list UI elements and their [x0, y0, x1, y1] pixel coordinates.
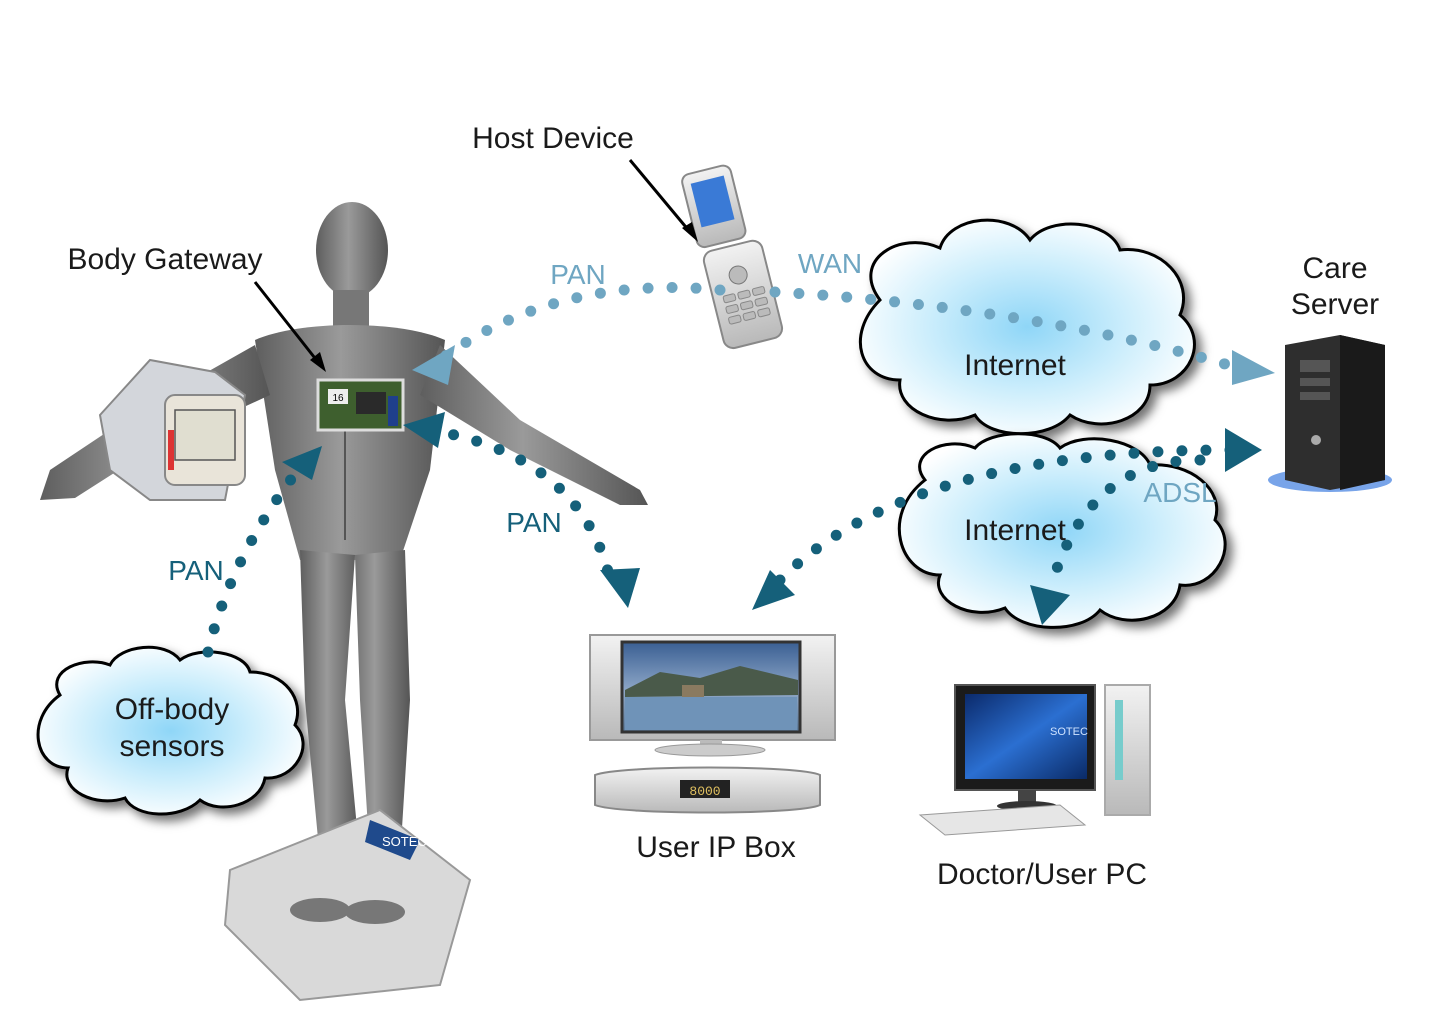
link-adsl-ipbox-server [752, 428, 1262, 610]
label-care-server-2: Server [1291, 288, 1379, 321]
figure-feet [290, 898, 405, 924]
cloud-internet-bottom [897, 432, 1227, 629]
link-pan-gateway-ipbox [403, 412, 640, 608]
user-ip-box-tv [589, 634, 836, 757]
stb-display-text: 8000 [689, 784, 720, 799]
care-server-tower [1268, 335, 1392, 492]
user-ip-box-stb: 8000 [594, 766, 821, 814]
link-adsl-server-pc [1030, 454, 1206, 625]
label-link-adsl: ADSL [1143, 477, 1216, 508]
cloud-label-internet-bottom: Internet [964, 514, 1066, 547]
label-link-pan-left: PAN [168, 555, 224, 586]
label-care-server-1: Care [1302, 252, 1367, 285]
weighing-scale: SOTEC [223, 808, 472, 1002]
label-doctor-user-pc: Doctor/User PC [937, 858, 1147, 891]
blood-pressure-monitor [98, 358, 247, 501]
label-link-wan: WAN [798, 248, 862, 279]
cloud-label-internet-top: Internet [964, 349, 1066, 382]
label-user-ip-box: User IP Box [636, 831, 796, 864]
label-host-device: Host Device [472, 122, 634, 155]
cloud-label-offbody-1: Off-body [115, 693, 230, 726]
scale-brand-text: SOTEC [382, 834, 427, 849]
pointer-body-gateway [253, 281, 326, 372]
link-wan-phone-server [769, 286, 1275, 385]
host-device-phone [681, 164, 784, 350]
pointer-host-device [628, 159, 698, 242]
label-body-gateway: Body Gateway [67, 243, 262, 276]
link-pan-phone-gateway [412, 282, 726, 385]
cloud-label-offbody-2: sensors [119, 730, 224, 763]
body-gateway-board: 16 [316, 378, 405, 432]
pc-screen-brand: SOTEC [1050, 726, 1088, 738]
cloud-internet-top [858, 218, 1196, 436]
cloud-offbody-sensors [36, 645, 305, 816]
doctor-pc: SOTEC [918, 684, 1151, 836]
link-pan-sensors-gateway [202, 446, 322, 658]
label-link-pan-top: PAN [550, 259, 606, 290]
gateway-chip-label: 16 [332, 393, 344, 404]
label-link-pan-middle: PAN [506, 507, 562, 538]
